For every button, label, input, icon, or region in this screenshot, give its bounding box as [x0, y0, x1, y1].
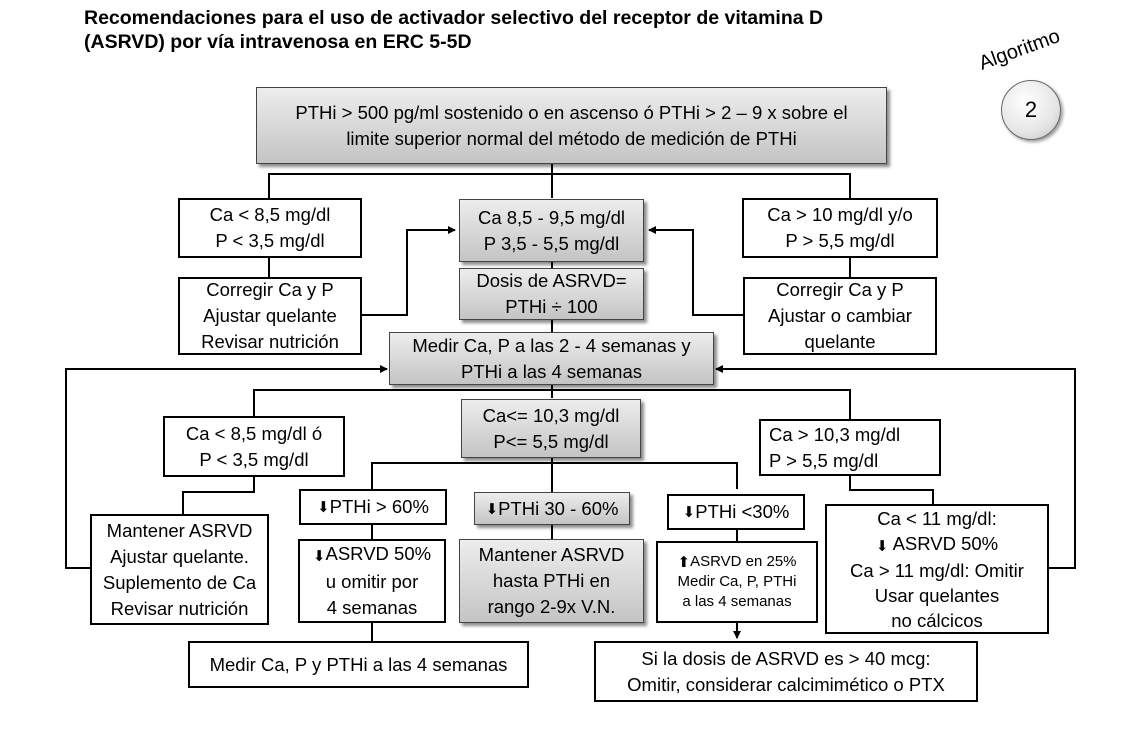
measure-line-2: PTHi a las 4 semanas — [461, 360, 642, 382]
maintain-mid-line-3: rango 2-9x V.N. — [487, 596, 616, 617]
box-high-calcium: Ca > 10 mg/dl y/o P > 5,5 mg/dl — [742, 198, 938, 258]
target-ca-line-2: P 3,5 - 5,5 mg/dl — [483, 232, 620, 254]
box-mid-calcium: Ca<= 10,3 mg/dl P<= 5,5 mg/dl — [461, 399, 641, 458]
correct-right-line-2: Ajustar o cambiar — [768, 305, 912, 326]
correct-right-line-1: Corregir Ca y P — [776, 279, 904, 300]
connector-top-branches — [268, 163, 851, 198]
down-arrow-icon: ⬇ — [317, 499, 330, 516]
down-arrow-icon: ⬇ — [682, 504, 696, 521]
increase-line-1: ⬆ASRVD en 25% — [677, 552, 796, 572]
maintain-left-line-3: Suplemento de Ca — [102, 571, 257, 593]
box-target-calcium: Ca 8,5 - 9,5 mg/dl P 3,5 - 5,5 mg/dl — [459, 199, 644, 262]
high-right-line-5: no cálcicos — [891, 609, 983, 631]
box-measure-bottom: Medir Ca, P y PTHi a las 4 semanas — [188, 641, 529, 688]
algorithm-badge-number: 2 — [1001, 80, 1061, 140]
box-measure: Medir Ca, P a las 2 - 4 semanas y PTHi a… — [389, 332, 714, 385]
box-pth-30-60: ⬇ PTHi 30 - 60% — [474, 492, 630, 525]
correct-left-line-2: Ajustar quelante — [203, 305, 337, 326]
down-arrow-icon: ⬇ — [875, 537, 889, 555]
reduce-line-1-text: ASRVD 50% — [325, 543, 432, 564]
box-dose: Dosis de ASRVD= PTHi ÷ 100 — [459, 268, 644, 320]
correct-left-line-3: Revisar nutrición — [201, 331, 339, 352]
maintain-mid-line-2: hasta PTHi en — [492, 570, 611, 591]
dose-limit-line-1: Si la dosis de ASRVD es > 40 mcg: — [641, 647, 931, 669]
low-ca-line-1: Ca < 8,5 mg/dl — [209, 204, 331, 225]
title-line-1: Recomendaciones para el uso de activador… — [84, 7, 824, 29]
reduce-line-3: 4 semanas — [326, 597, 418, 618]
connector-lowca2-maintain — [182, 477, 255, 514]
measure-bottom-text: Medir Ca, P y PTHi a las 4 semanas — [209, 653, 508, 675]
high-right-line-2-text: ASRVD 50% — [892, 532, 999, 554]
high-right-line-1: Ca < 11 mg/dl: — [877, 507, 997, 529]
low-ca2-line-2: P < 3,5 mg/dl — [199, 448, 309, 470]
box-dose-limit: Si la dosis de ASRVD es > 40 mcg: Omitir… — [594, 641, 978, 702]
high-right-line-3: Ca > 11 mg/dl: Omitir — [850, 559, 1024, 581]
box-pth-over-60: ⬇ PTHi > 60% — [299, 489, 447, 525]
correct-left-line-1: Corregir Ca y P — [206, 279, 334, 300]
increase-line-1-text: ASRVD en 25% — [690, 553, 797, 570]
high-right-line-4: Usar quelantes — [874, 584, 1000, 606]
box-high-calcium-2: Ca > 10,3 mg/dl P > 5,5 mg/dl — [759, 419, 941, 476]
box-correct-right: Corregir Ca y P Ajustar o cambiar quelan… — [743, 277, 937, 355]
connector-correct-left-to-target — [362, 226, 456, 316]
box-low-calcium-2: Ca < 8,5 mg/dl ó P < 3,5 mg/dl — [163, 416, 345, 477]
box-maintain-mid: Mantener ASRVD hasta PTHi en rango 2-9x … — [459, 539, 644, 623]
low-ca2-line-1: Ca < 8,5 mg/dl ó — [185, 422, 323, 444]
mid-ca-line-1: Ca<= 10,3 mg/dl — [482, 404, 620, 426]
connector-feedback-left — [65, 365, 388, 569]
measure-line-1: Medir Ca, P a las 2 - 4 semanas y — [412, 334, 691, 356]
dose-line-1: Dosis de ASRVD= — [476, 270, 627, 291]
box-pth-under-30: ⬇ PTHi <30% — [667, 494, 805, 530]
maintain-left-line-1: Mantener ASRVD — [106, 519, 253, 541]
box-maintain-left: Mantener ASRVD Ajustar quelante. Supleme… — [90, 514, 269, 625]
mid-ca-line-2: P<= 5,5 mg/dl — [493, 430, 609, 452]
connector-feedback-right — [715, 365, 1076, 569]
top-line-1: PTHi > 500 pg/ml sostenido o en ascenso … — [295, 101, 848, 123]
connector-highca2-highright — [849, 476, 934, 504]
pth30-label: PTHi <30% — [695, 501, 790, 522]
top-line-2: limite superior normal del método de med… — [346, 127, 797, 149]
maintain-mid-line-1: Mantener ASRVD — [478, 544, 625, 565]
low-ca-line-2: P < 3,5 mg/dl — [215, 230, 325, 251]
page-title: Recomendaciones para el uso de activador… — [84, 6, 823, 54]
box-correct-left: Corregir Ca y P Ajustar quelante Revisar… — [178, 277, 362, 355]
dose-limit-line-2: Omitir, considerar calcimimético o PTX — [627, 673, 945, 695]
increase-line-3: a las 4 semanas — [682, 593, 792, 610]
reduce-line-1: ⬇ASRVD 50% — [313, 541, 431, 569]
pth60-label: PTHi > 60% — [329, 496, 429, 517]
up-arrow-icon: ⬆ — [677, 554, 691, 571]
box-increase-25: ⬆ASRVD en 25% Medir Ca, P, PTHi a las 4 … — [656, 541, 818, 623]
box-high-right: Ca < 11 mg/dl: ⬇ ASRVD 50% Ca > 11 mg/dl… — [825, 504, 1049, 634]
dose-line-2: PTHi ÷ 100 — [505, 296, 598, 317]
high-ca2-line-2: P > 5,5 mg/dl — [769, 449, 879, 471]
connector-midca-pth — [371, 458, 738, 489]
increase-line-2: Medir Ca, P, PTHi — [677, 573, 797, 590]
maintain-left-line-2: Ajustar quelante. — [110, 545, 249, 567]
high-right-line-2: ⬇ ASRVD 50% — [876, 531, 998, 558]
connector-measure-branches — [253, 385, 851, 419]
maintain-left-line-4: Revisar nutrición — [110, 597, 249, 619]
box-reduce-50: ⬇ASRVD 50% u omitir por 4 semanas — [298, 539, 446, 623]
box-top-pth-criteria: PTHi > 500 pg/ml sostenido o en ascenso … — [256, 87, 887, 164]
high-ca-line-1: Ca > 10 mg/dl y/o — [767, 204, 913, 225]
title-line-2: (ASRVD) por vía intravenosa en ERC 5-5D — [84, 31, 472, 53]
high-ca-line-2: P > 5,5 mg/dl — [785, 230, 895, 251]
connector-correct-right-to-target — [648, 226, 743, 316]
box-low-calcium: Ca < 8,5 mg/dl P < 3,5 mg/dl — [178, 198, 362, 258]
down-arrow-icon: ⬇ — [485, 500, 499, 518]
down-arrow-icon: ⬇ — [312, 548, 326, 565]
pth3060-label: PTHi 30 - 60% — [498, 497, 619, 519]
correct-right-line-3: quelante — [804, 331, 876, 352]
high-ca2-line-1: Ca > 10,3 mg/dl — [769, 423, 901, 445]
reduce-line-2: u omitir por — [325, 571, 419, 592]
target-ca-line-1: Ca 8,5 - 9,5 mg/dl — [477, 206, 626, 228]
